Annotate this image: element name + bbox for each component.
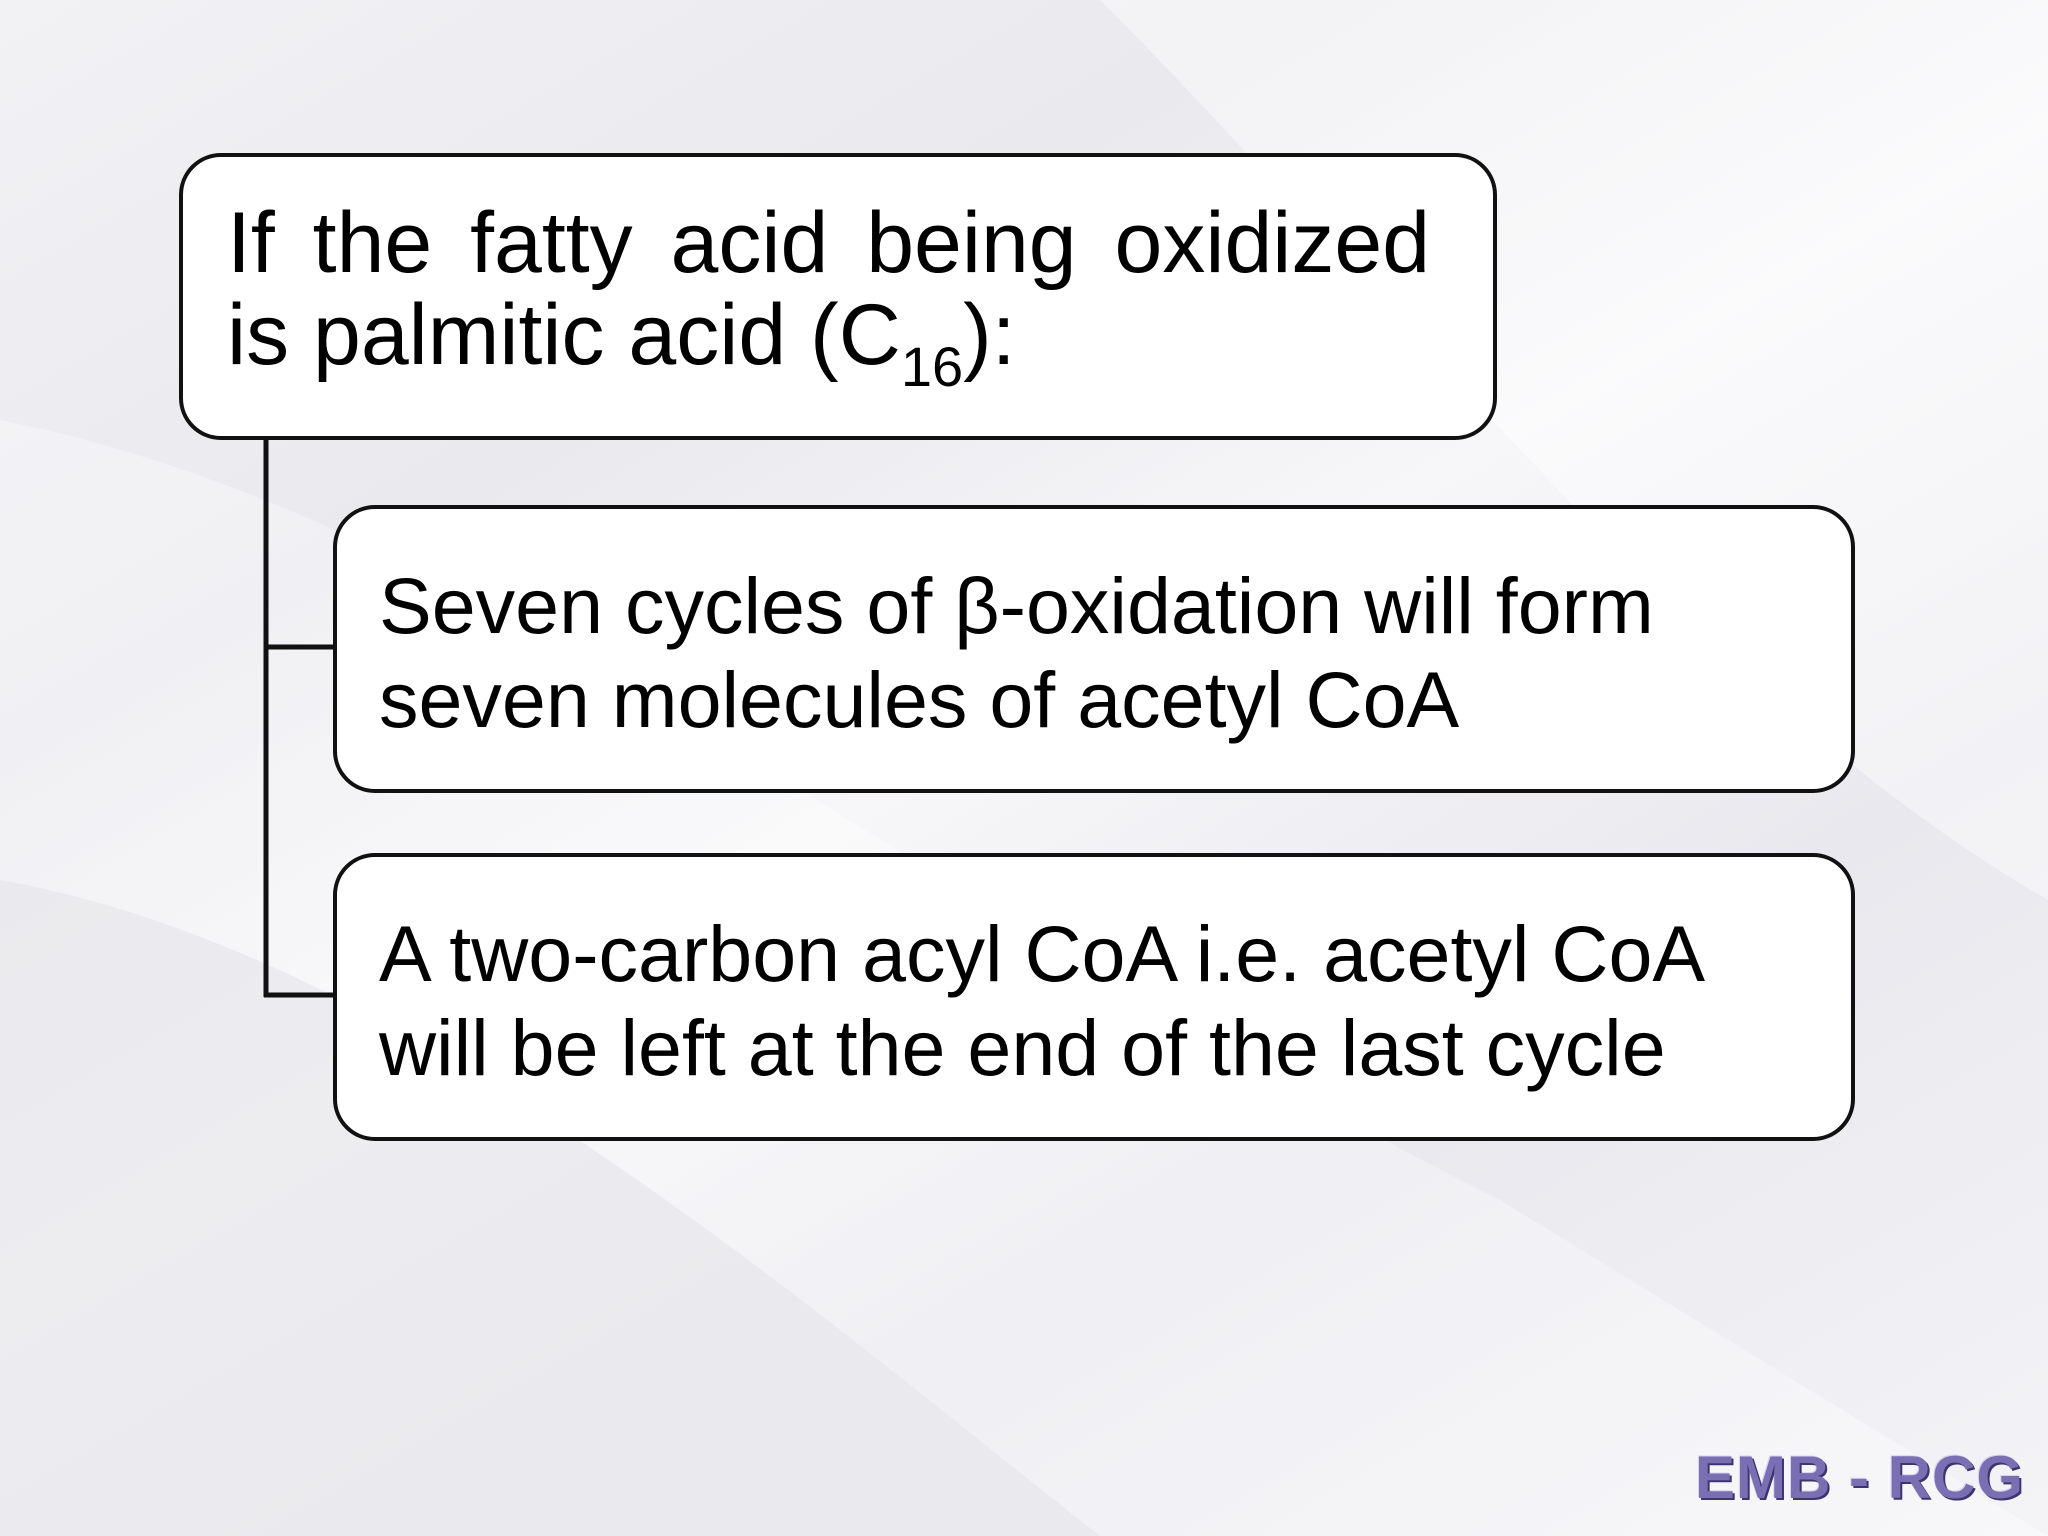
child-node-text: Seven cycles of β-oxidation will form se…	[379, 559, 1654, 747]
child-node-beta-oxidation: Seven cycles of β-oxidation will form se…	[333, 505, 1855, 793]
root-node: If the fatty acid being oxidized is palm…	[179, 153, 1497, 440]
child-2-line-1: A two-carbon acyl CoA i.e. acetyl CoA	[379, 909, 1706, 998]
child-1-line-1: Seven cycles of β-oxidation will form	[379, 561, 1654, 650]
root-line-2: is palmitic acid (C16):	[227, 287, 1430, 395]
root-line-1: If the fatty acid being oxidized	[227, 195, 1431, 291]
emb-rcg-logo: EMB - RCG	[1695, 1444, 2024, 1511]
root-line-2-suffix: ):	[963, 287, 1016, 383]
root-node-text: If the fatty acid being oxidized is palm…	[227, 195, 1431, 395]
child-node-acetyl-coa: A two-carbon acyl CoA i.e. acetyl CoA wi…	[333, 853, 1855, 1141]
child-1-line-2: seven molecules of acetyl CoA	[379, 655, 1460, 744]
carbon-subscript: 16	[900, 335, 964, 398]
root-line-2-prefix: is palmitic acid (C	[227, 287, 901, 383]
child-node-text: A two-carbon acyl CoA i.e. acetyl CoA wi…	[379, 907, 1705, 1095]
child-2-line-2: will be left at the end of the last cycl…	[379, 1003, 1666, 1092]
